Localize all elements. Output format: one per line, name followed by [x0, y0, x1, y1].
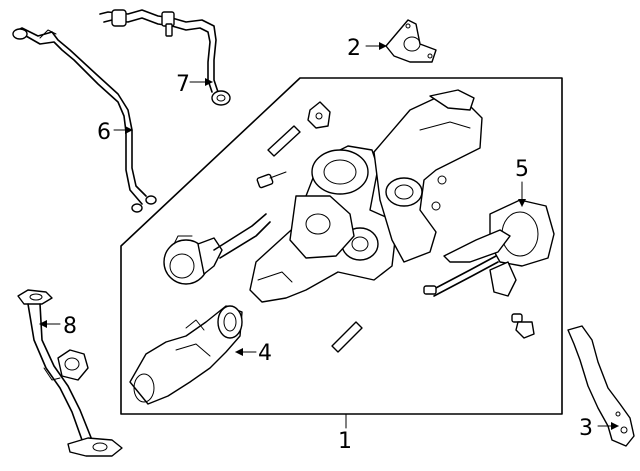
part-4-outlet-pipe — [129, 305, 243, 405]
callout-3: 3 — [579, 416, 593, 441]
bolt-with-nut — [511, 313, 535, 339]
callout-7: 7 — [176, 72, 190, 97]
part-3-support-bracket — [567, 325, 635, 447]
part-5-electronic-actuator — [423, 199, 555, 297]
heat-shield-strap — [267, 125, 301, 157]
assembly-frame — [120, 77, 563, 415]
callout-2: 2 — [347, 36, 361, 61]
wastegate-actuator — [163, 213, 271, 285]
callout-1: 1 — [338, 429, 352, 454]
part-2-gasket — [385, 19, 437, 63]
callout-8: 8 — [63, 314, 77, 339]
turbocharger-main-body — [249, 89, 483, 303]
callout-6: 6 — [97, 120, 111, 145]
callout-4: 4 — [258, 341, 272, 366]
stud-bolt-lower — [331, 321, 363, 353]
callout-5: 5 — [515, 157, 529, 182]
part-7-oil-feed-pipe — [99, 9, 231, 106]
stud-bolt-upper — [256, 171, 287, 189]
part-8-oil-return-pipe — [17, 289, 123, 457]
actuator-bracket-small — [307, 101, 331, 129]
part-6-coolant-pipe — [12, 27, 157, 213]
